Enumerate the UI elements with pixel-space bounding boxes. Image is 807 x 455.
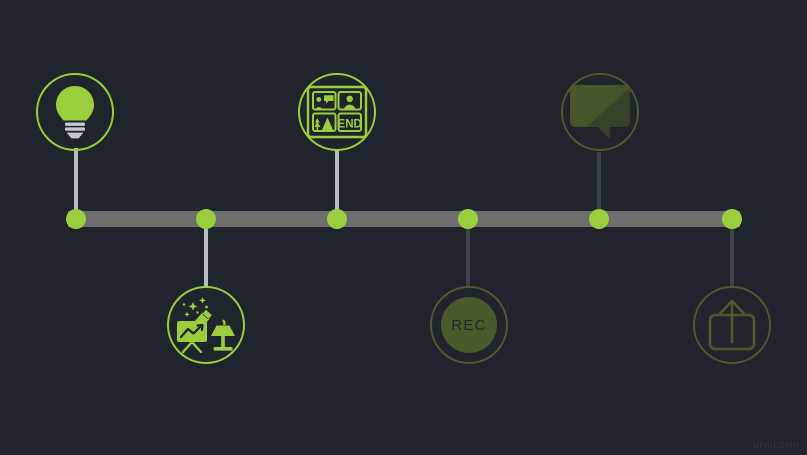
connector-script	[597, 152, 601, 210]
timeline-node-dot-record[interactable]	[458, 209, 478, 229]
timeline-node-dot-share[interactable]	[722, 209, 742, 229]
rec-label: REC	[451, 316, 487, 334]
connector-idea	[74, 148, 78, 210]
connector-storyboard	[335, 150, 339, 210]
node-icon-storyboard[interactable]: END	[298, 73, 376, 151]
node-icon-script[interactable]	[561, 73, 639, 151]
rec-button-icon[interactable]: REC	[441, 297, 497, 353]
timeline-node-dot-idea[interactable]	[66, 209, 86, 229]
timeline-node-dot-storyboard[interactable]	[327, 209, 347, 229]
timeline-node-dot-plan[interactable]	[196, 209, 216, 229]
lightbulb-icon	[53, 85, 97, 139]
node-icon-plan[interactable]	[167, 286, 245, 364]
node-icon-record[interactable]: REC	[430, 286, 508, 364]
node-icon-idea[interactable]	[36, 73, 114, 151]
connector-share	[730, 228, 734, 286]
timeline-bar	[68, 211, 740, 227]
speech-bubble-icon	[566, 82, 634, 142]
connector-plan	[204, 228, 208, 288]
share-export-icon	[706, 298, 758, 352]
storyboard-end-label: END	[338, 119, 362, 131]
watermark: utvid.com	[753, 440, 799, 451]
timeline-node-dot-script[interactable]	[589, 209, 609, 229]
connector-record	[466, 228, 470, 286]
storyboard-icon: END	[306, 85, 368, 139]
magic-presentation-icon	[175, 296, 237, 354]
node-icon-share[interactable]	[693, 286, 771, 364]
